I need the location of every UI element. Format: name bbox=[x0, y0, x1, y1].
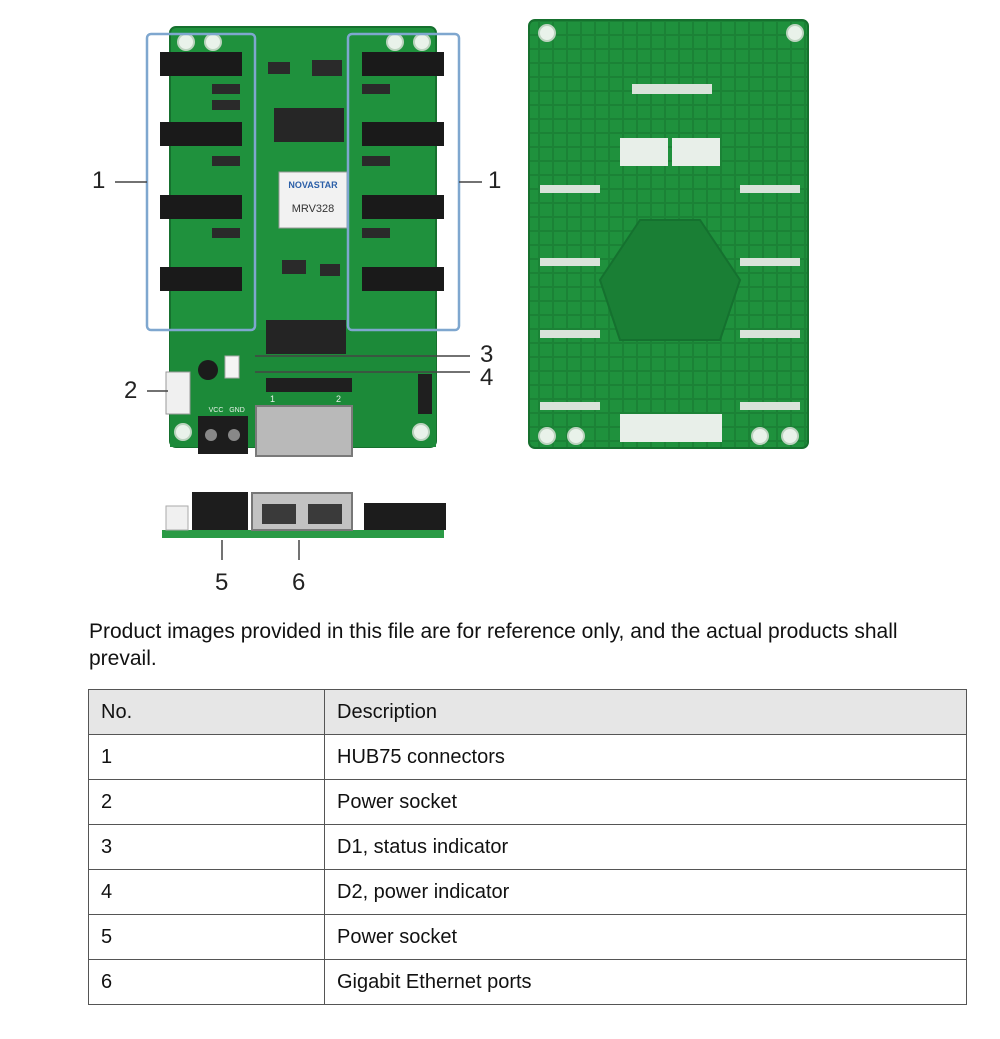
row-number: 4 bbox=[88, 869, 325, 915]
side-view bbox=[162, 492, 446, 538]
hub75-connectors-right bbox=[362, 52, 444, 291]
row-number: 1 bbox=[88, 734, 325, 780]
callout-6: 6 bbox=[292, 569, 306, 596]
column-header-no: No. bbox=[88, 689, 325, 735]
callout-2: 2 bbox=[124, 377, 138, 404]
component-table: No. Description 1 HUB75 connectors 2 Pow… bbox=[88, 689, 967, 1005]
row-description: D2, power indicator bbox=[324, 869, 967, 915]
callout-3: 3 bbox=[480, 341, 494, 368]
svg-text:1: 1 bbox=[270, 394, 275, 404]
table-row: 2 Power socket bbox=[88, 779, 967, 825]
row-number: 2 bbox=[88, 779, 325, 825]
row-description: Gigabit Ethernet ports bbox=[324, 959, 967, 1005]
callout-5: 5 bbox=[215, 569, 229, 596]
table-row: 6 Gigabit Ethernet ports bbox=[88, 959, 967, 1005]
reference-note: Product images provided in this file are… bbox=[89, 620, 898, 670]
svg-text:2: 2 bbox=[336, 394, 341, 404]
table-row: 5 Power socket bbox=[88, 914, 967, 960]
row-number: 3 bbox=[88, 824, 325, 870]
row-description: HUB75 connectors bbox=[324, 734, 967, 780]
chip-model: MRV328 bbox=[292, 203, 335, 215]
row-number: 6 bbox=[88, 959, 325, 1005]
table-header-row: No. Description bbox=[88, 689, 967, 735]
callout-4: 4 bbox=[480, 364, 494, 391]
svg-text:GND: GND bbox=[229, 407, 245, 414]
hub75-connectors-left bbox=[160, 52, 242, 291]
row-description: Power socket bbox=[324, 914, 967, 960]
svg-text:VCC: VCC bbox=[209, 407, 224, 414]
row-description: D1, status indicator bbox=[324, 824, 967, 870]
callout-1-right: 1 bbox=[488, 167, 502, 194]
table-row: 4 D2, power indicator bbox=[88, 869, 967, 915]
board-illustration: NOVASTAR MRV328 VCC GND 1 2 bbox=[115, 19, 809, 560]
front-board: NOVASTAR MRV328 VCC GND 1 2 bbox=[145, 26, 461, 457]
table-row: 3 D1, status indicator bbox=[88, 824, 967, 870]
row-description: Power socket bbox=[324, 779, 967, 825]
back-board bbox=[528, 19, 809, 449]
product-figure: NOVASTAR MRV328 VCC GND 1 2 bbox=[92, 19, 809, 596]
power-socket-2 bbox=[165, 371, 191, 415]
chip-brand: NOVASTAR bbox=[288, 180, 338, 190]
column-header-description: Description bbox=[324, 689, 967, 735]
callout-1-left: 1 bbox=[92, 167, 106, 194]
row-number: 5 bbox=[88, 914, 325, 960]
table-row: 1 HUB75 connectors bbox=[88, 734, 967, 780]
